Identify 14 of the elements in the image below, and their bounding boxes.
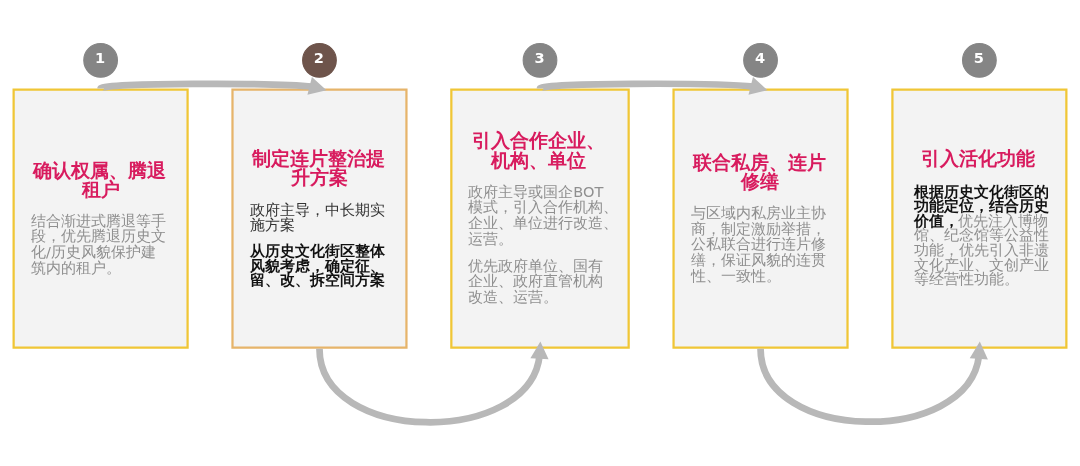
node-box: 引入合作企业、机构、单位 政府主导或国企BOT模式，引入合作机构、企业、单位进行改造、运营。 优先政府单位、国有企业、政府直管机构改造、运营。 — [450, 88, 630, 349]
node-circle: 2 — [302, 42, 337, 78]
arrow — [316, 341, 549, 426]
node-circle: 4 — [743, 42, 778, 78]
node-circle: 3 — [522, 42, 558, 78]
node-box: 联合私房、连片修缮 与区域内私房业主协商，制定激励举措，公私联合进行连片修缮，保证风貌的连贯性、一致性。 — [672, 88, 849, 349]
node-box: 引入活化功能 根据历史文化街区的功能定位，结合历史价值，优先注入博物馆、纪念馆等公益性功能，优先引入非遗文化产业、文创产业等经营性功能。 — [891, 88, 1068, 349]
arrow — [538, 77, 768, 95]
node-box: 确认权属、腾退租户 结合渐进式腾退等手段，优先腾退历史文化/历史风貌保护建筑内的租户。 — [12, 88, 189, 349]
arrow — [757, 341, 988, 425]
arrow — [99, 77, 327, 95]
node-circle: 5 — [962, 42, 997, 78]
node-circle: 1 — [83, 42, 118, 78]
node-box: 制定连片整治提升方案 政府主导，中长期实施方案 从历史文化街区整体风貌考虑，确定征、留、改、拆空间方案 — [231, 88, 408, 349]
